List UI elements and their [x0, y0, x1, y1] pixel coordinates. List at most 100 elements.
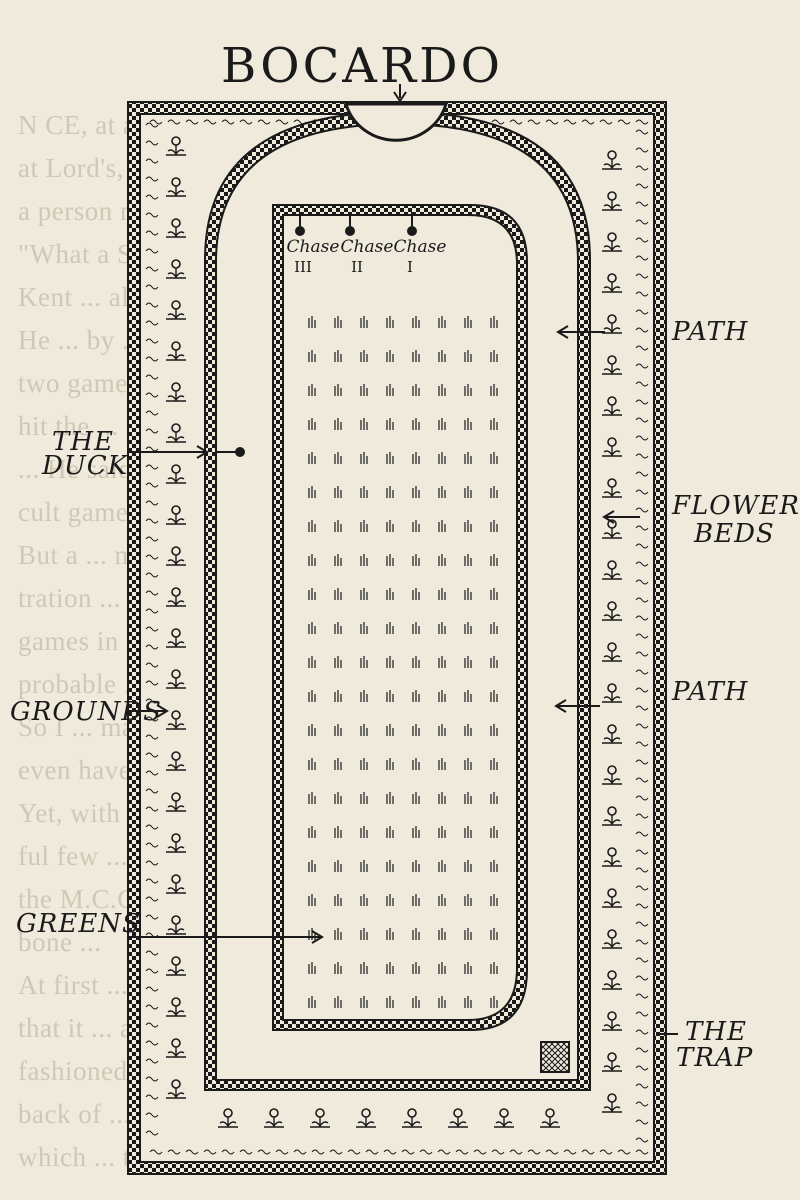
grounds-stipple — [145, 356, 159, 362]
grounds-stipple — [145, 734, 159, 740]
grounds-stipple — [145, 320, 159, 326]
grass-tuft — [464, 316, 472, 328]
grass-tuft — [412, 724, 420, 736]
grounds-stipple — [635, 777, 649, 783]
grass-tuft — [412, 656, 420, 668]
annotation-arrows — [128, 325, 678, 1035]
grass-tuft — [412, 894, 420, 906]
grounds-stipple — [635, 309, 649, 315]
grounds-stipple — [635, 975, 649, 981]
grass-tuft — [490, 316, 498, 328]
grounds-stipple — [635, 507, 649, 513]
flower — [166, 792, 186, 812]
grounds-stipple — [145, 410, 159, 416]
grounds-stipple — [617, 1149, 631, 1155]
grass-tuft — [438, 350, 446, 362]
grounds-stipple — [275, 119, 289, 125]
flower — [166, 341, 186, 361]
grass-tuft — [438, 996, 446, 1008]
grass-tuft — [334, 724, 342, 736]
chase-number: III — [294, 258, 312, 276]
grass-tuft — [334, 996, 342, 1008]
flower — [166, 464, 186, 484]
grounds-stipple — [635, 381, 649, 387]
grass-tuft — [412, 418, 420, 430]
grass-tuft — [412, 554, 420, 566]
flower — [494, 1108, 514, 1128]
grounds-stipple — [145, 626, 159, 632]
grass-tuft — [412, 520, 420, 532]
grass-tuft — [412, 996, 420, 1008]
grass-tuft — [386, 860, 394, 872]
grounds-stipple — [145, 482, 159, 488]
grass-tuft — [386, 690, 394, 702]
grounds-stipple — [145, 986, 159, 992]
grounds-stipple — [635, 471, 649, 477]
greens-field — [272, 204, 528, 1031]
grounds-stipple — [635, 417, 649, 423]
grass-tuft — [386, 962, 394, 974]
grounds-stipple — [145, 860, 159, 866]
grounds-stipple — [635, 561, 649, 567]
flower — [166, 546, 186, 566]
label-path-bottom: PATH — [671, 677, 749, 707]
grass-tuft — [490, 350, 498, 362]
grass-tuft — [412, 690, 420, 702]
grass-tuft — [386, 758, 394, 770]
grass-tuft — [360, 894, 368, 906]
grounds-stipple — [257, 1149, 271, 1155]
grounds-stipple — [145, 248, 159, 254]
grass-tuft — [464, 656, 472, 668]
flower — [166, 956, 186, 976]
flower — [602, 847, 622, 867]
grounds-stipple — [581, 1149, 595, 1155]
chase-label: Chase — [287, 237, 340, 257]
grass-tuft — [490, 860, 498, 872]
grass-tuft — [490, 656, 498, 668]
grass-tuft — [438, 384, 446, 396]
flower — [166, 423, 186, 443]
grounds-stipple — [599, 119, 613, 125]
grass-tuft — [308, 758, 316, 770]
grounds-stipple — [635, 921, 649, 927]
grass-tuft — [438, 316, 446, 328]
grounds-stipple — [329, 1149, 343, 1155]
flower — [166, 751, 186, 771]
grounds-stipple — [145, 212, 159, 218]
flower — [602, 232, 622, 252]
chase-number: II — [351, 258, 363, 276]
grass-tuft — [360, 792, 368, 804]
grounds-stipple — [635, 489, 649, 495]
grounds-stipple — [635, 759, 649, 765]
grounds-stipple — [145, 950, 159, 956]
grass-tuft — [386, 724, 394, 736]
grounds-stipple — [635, 1047, 649, 1053]
grass-tuft — [490, 486, 498, 498]
grass-tuft — [360, 860, 368, 872]
grass-tuft — [386, 622, 394, 634]
flower — [602, 478, 622, 498]
grounds-stipple — [145, 662, 159, 668]
grounds-stipple — [635, 813, 649, 819]
grounds-stipple — [145, 680, 159, 686]
grounds-stipple — [635, 615, 649, 621]
grass-tuft — [490, 452, 498, 464]
grass-tuft — [412, 962, 420, 974]
flower — [602, 642, 622, 662]
grounds-stipple — [635, 795, 649, 801]
grass-tuft — [360, 384, 368, 396]
grass-tuft — [438, 588, 446, 600]
grass-tuft — [490, 690, 498, 702]
grass-tuft — [308, 486, 316, 498]
grounds-stipple — [635, 543, 649, 549]
grounds-stipple — [581, 119, 595, 125]
grass-tuft — [464, 860, 472, 872]
grounds-stipple — [145, 302, 159, 308]
flower — [356, 1108, 376, 1128]
grounds-stipple — [635, 957, 649, 963]
grounds-stipple — [635, 705, 649, 711]
grass-tuft — [308, 384, 316, 396]
grounds-stipple — [365, 1149, 379, 1155]
flower — [166, 136, 186, 156]
